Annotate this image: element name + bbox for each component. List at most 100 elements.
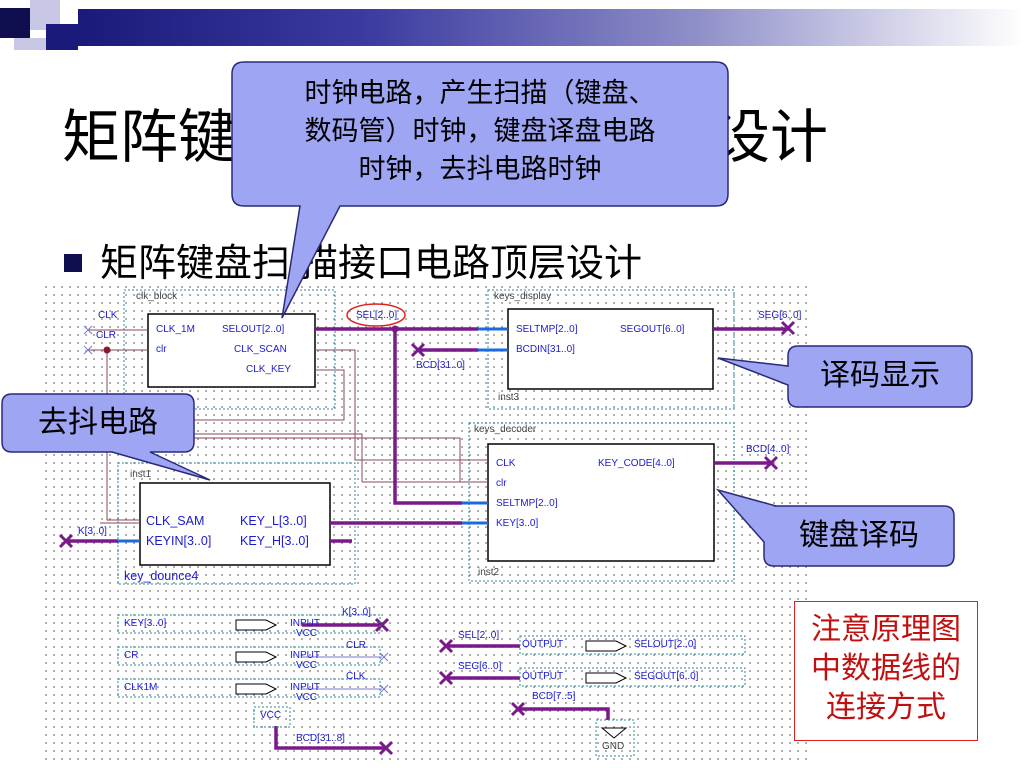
corner-square-1 xyxy=(0,8,30,38)
net-sel: SEL[2..0] xyxy=(356,310,398,321)
input-pin-clk1m-name: CLK1M xyxy=(124,682,158,693)
callout-clock-line-1: 时钟电路，产生扫描（键盘、 xyxy=(304,78,656,109)
input-pin-key-name: KEY[3..0] xyxy=(124,618,167,629)
net-clr: CLR xyxy=(96,330,117,341)
x-mark-seg xyxy=(780,320,796,336)
net-bcd318: BCD[31..8] xyxy=(296,733,345,744)
net-seg-pin: SEG[6..0] xyxy=(458,661,502,672)
key-dounce4-name: key_dounce4 xyxy=(124,569,199,583)
net-clr-pin: CLR xyxy=(346,640,367,651)
input-pin-key-type: INPUT xyxy=(290,618,320,629)
input-pin-key-vcc: VCC xyxy=(296,628,318,639)
keys-display-port-bcdin: BCDIN[31..0] xyxy=(516,344,575,355)
clk-block-port-selout: SELOUT[2..0] xyxy=(222,324,285,335)
junction-sel xyxy=(391,325,399,333)
bullet-icon xyxy=(64,254,82,272)
keys-decoder-name: keys_decoder xyxy=(474,424,537,435)
input-pin-clk1m-type: INPUT xyxy=(290,682,320,693)
keys-decoder-port-clr: clr xyxy=(496,478,507,489)
x-mark-bcd-code xyxy=(763,455,779,471)
callout-clock-line-2: 数码管）时钟，键盘译盘电路 xyxy=(304,116,656,147)
note-line-2: 中数据线的 xyxy=(811,651,961,686)
slide-title-left: 矩阵键 xyxy=(62,103,237,171)
slide-subtitle-left: 矩阵键盘扫 xyxy=(100,241,291,285)
net-sel-pin: SEL[2..0] xyxy=(458,630,500,641)
pin-box-selout xyxy=(519,635,746,655)
keys-display-name: keys_display xyxy=(494,291,552,302)
net-k-pin: K[3..0] xyxy=(342,607,371,618)
keys-decoder-instance: inst2 xyxy=(478,567,500,578)
keys-display-port-seltmp: SELTMP[2..0] xyxy=(516,324,578,335)
sel-highlight-circle xyxy=(346,303,406,327)
x-mark-key-pin xyxy=(374,617,390,633)
x-mark-sel-pin xyxy=(438,638,454,654)
input-pin-shape-cr xyxy=(235,651,278,663)
clk-block-port-clkkey: CLK_KEY xyxy=(246,364,292,375)
wire-clk-scan xyxy=(315,349,488,461)
keys-decoder-port-clk: CLK xyxy=(496,458,516,469)
slide-subtitle-right: 描接口电路顶层设计 xyxy=(300,241,643,285)
bus-bcd75 xyxy=(518,707,610,720)
x-mark-seg-pin xyxy=(438,670,454,686)
junction-clr xyxy=(103,346,111,354)
keys-display-instance: inst3 xyxy=(498,392,520,403)
clk-block-port-clr: clr xyxy=(156,344,167,355)
vcc-symbol-label: VCC xyxy=(260,710,282,721)
output-pin-segout-type: OUTPUT xyxy=(522,671,564,682)
net-clk: CLK xyxy=(98,310,118,321)
x-mark-bcd xyxy=(410,342,426,358)
slide-title-right: 设计 xyxy=(712,103,829,171)
keys-decoder-port-keycode: KEY_CODE[4..0] xyxy=(598,458,675,469)
callout-clock-bubble xyxy=(231,61,729,319)
input-pin-shape-clk1m xyxy=(235,683,278,695)
net-k: K[3..0] xyxy=(78,526,107,537)
callout-debounce-bubble xyxy=(1,393,211,481)
input-pin-cr-name: CR xyxy=(124,650,139,661)
pin-box-segout xyxy=(519,667,746,687)
output-pin-selout-type: OUTPUT xyxy=(522,639,564,650)
corner-square-4 xyxy=(14,38,46,50)
bus-bcd318 xyxy=(274,726,386,750)
x-mark-bcd75 xyxy=(510,701,526,717)
pin-box-vcc xyxy=(253,706,291,728)
x-mark-clk-pin xyxy=(379,684,389,694)
corner-square-3 xyxy=(46,24,78,50)
key-dounce4-port-keyl: KEY_L[3..0] xyxy=(240,514,307,528)
callout-decoder-text: 键盘译码 xyxy=(799,518,919,553)
input-pin-cr-type: INPUT xyxy=(290,650,320,661)
clk-block-name: clk_block xyxy=(136,291,178,302)
keys-display-port-segout: SEGOUT[6..0] xyxy=(620,324,685,335)
callout-clock-line-3: 时钟，去抖电路时钟 xyxy=(358,154,602,185)
input-pin-cr-vcc: VCC xyxy=(296,660,318,671)
input-pin-clk1m-vcc: VCC xyxy=(296,692,318,703)
keys-display-frame xyxy=(487,289,735,410)
output-pin-segout-name: SEGOUT[6..0] xyxy=(634,671,699,682)
x-mark-clr-pin xyxy=(379,652,389,662)
output-pin-shape-selout xyxy=(585,640,628,652)
key-dounce4-instance: inst1 xyxy=(130,469,152,480)
callout-decoder-bubble xyxy=(715,488,955,567)
callout-display-text: 译码显示 xyxy=(820,358,940,393)
keys-display-body xyxy=(507,308,714,390)
bus-sel-down xyxy=(393,329,462,505)
clk-block-port-clkscan: CLK_SCAN xyxy=(234,344,287,355)
pin-box-gnd xyxy=(595,719,635,757)
net-bcd-code: BCD[4..0] xyxy=(746,444,790,455)
x-mark-k xyxy=(58,533,74,549)
output-pin-selout-name: SELOUT[2..0] xyxy=(634,639,697,650)
gnd-symbol xyxy=(600,727,628,739)
net-bcd75: BCD[7..5] xyxy=(532,691,576,702)
note-line-3: 连接方式 xyxy=(826,690,946,725)
callout-display-bubble xyxy=(717,345,973,408)
clk-block-port-clk1m: CLK_1M xyxy=(156,324,195,335)
input-pin-shape-key xyxy=(235,619,278,631)
title-bar xyxy=(78,9,1024,46)
note-box: 注意原理图 中数据线的 连接方式 xyxy=(794,601,978,741)
note-line-1: 注意原理图 xyxy=(811,612,961,647)
keys-decoder-port-seltmp: SELTMP[2..0] xyxy=(496,498,558,509)
callout-debounce-text: 去抖电路 xyxy=(38,405,158,440)
net-bcd: BCD[31..0] xyxy=(416,360,465,371)
keys-decoder-port-key: KEY[3..0] xyxy=(496,518,539,529)
